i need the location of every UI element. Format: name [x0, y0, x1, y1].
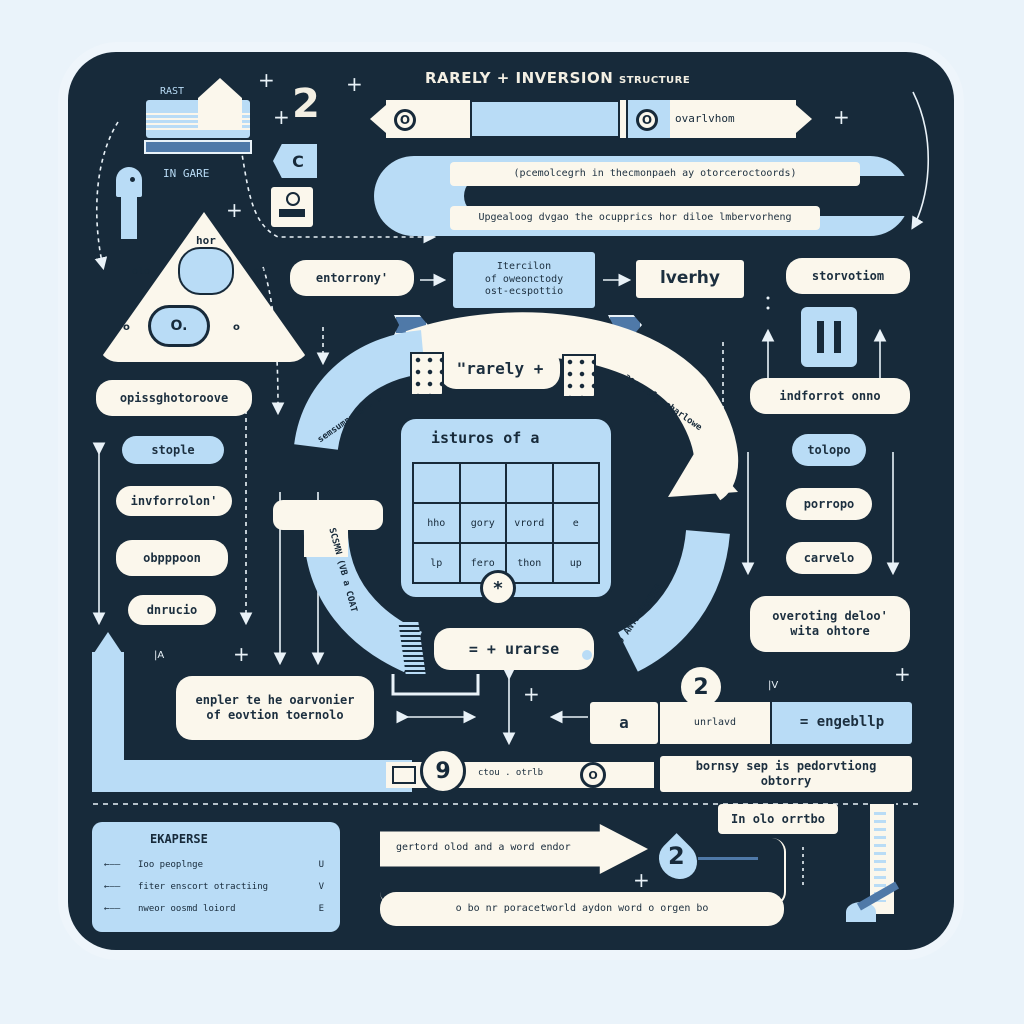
- star-node[interactable]: *: [480, 570, 516, 606]
- table-cell: [552, 462, 601, 504]
- engebllp-bar[interactable]: a unrlavd = engebllp: [590, 702, 912, 744]
- mini-text: ctou . otrlb: [478, 768, 543, 778]
- table-cell: e: [552, 502, 601, 544]
- long-bar-text[interactable]: o bo nr poracetworld aydon word o orgen …: [380, 892, 784, 926]
- note-box[interactable]: In olo orrtbo: [718, 804, 838, 834]
- pen-icon: [846, 892, 906, 922]
- table-grid: hho gory vrord e lp fero thon up: [413, 463, 599, 583]
- bar-mid: unrlavd: [660, 702, 770, 744]
- l-arrow-base: [92, 760, 412, 792]
- rarely-dots-left: [410, 352, 444, 396]
- rarely-dots-right: [562, 354, 596, 398]
- table-cell: [412, 462, 461, 504]
- badge-slot-icon: [392, 766, 416, 784]
- rarely-label: "rarely +: [440, 349, 560, 389]
- urarse-label[interactable]: = + urarse: [434, 628, 594, 670]
- small-mark-right: |V: [768, 680, 778, 691]
- badge-9-node[interactable]: 9: [420, 748, 466, 794]
- table-cell: gory: [459, 502, 508, 544]
- bottom-bar-text[interactable]: bornsy sep is pedorvtiong obtorry: [660, 756, 912, 792]
- diagram-panel: RARELY + INVERSION STRUCTURE + + + + + +…: [68, 52, 954, 950]
- table-cell: lp: [412, 542, 461, 584]
- legend-box: [92, 822, 340, 932]
- bar-right: = engebllp: [772, 702, 912, 744]
- bar-a: a: [590, 702, 658, 744]
- small-mark-left: |A: [154, 650, 164, 661]
- table-cell: [505, 462, 554, 504]
- table-cell: hho: [412, 502, 461, 544]
- table-title: isturos of a: [431, 429, 539, 447]
- table-cell: up: [552, 542, 601, 584]
- explain-box[interactable]: enpler te he oarvonier of eovtion toerno…: [176, 676, 374, 740]
- toggle-dots-icon: [580, 634, 594, 664]
- table-cell: [459, 462, 508, 504]
- legend-title: EKAPERSE: [150, 832, 208, 846]
- table-cell: vrord: [505, 502, 554, 544]
- badge-o-node[interactable]: O: [580, 762, 606, 788]
